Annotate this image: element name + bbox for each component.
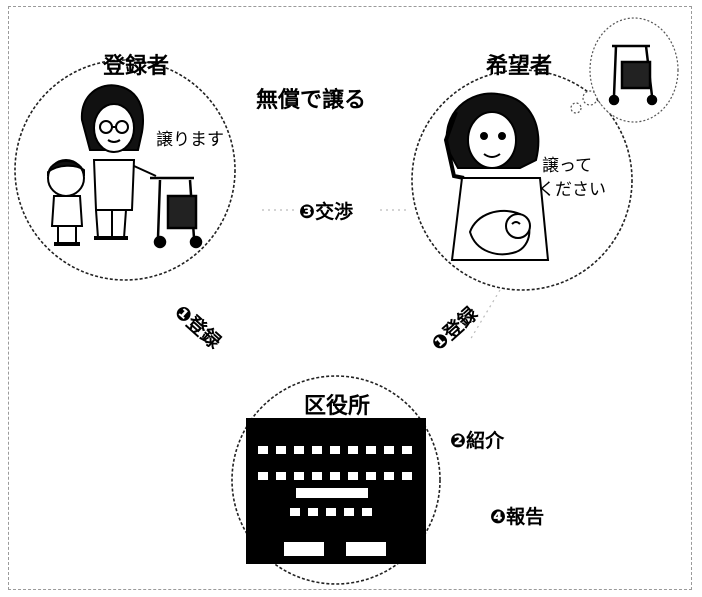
applicant-label: 希望者: [486, 54, 553, 79]
mother-figure: [443, 92, 550, 261]
walker-icon: [150, 176, 203, 249]
headline: 無償で譲る: [256, 88, 367, 113]
registrant-circle: [14, 59, 236, 281]
step-report: ❹報告: [490, 506, 545, 528]
step-negotiate: ❸交渉: [299, 201, 354, 223]
child-figure: [47, 159, 85, 246]
office-circle: [231, 375, 441, 585]
applicant-circle: [411, 69, 633, 291]
connector-dashes: [262, 209, 501, 341]
diagram-frame: [8, 6, 692, 590]
office-label: 区役所: [304, 394, 371, 419]
woman-figure: [80, 84, 157, 240]
applicant-speech-line1: 譲って: [542, 156, 593, 176]
registrant-label: 登録者: [103, 54, 170, 79]
office-building-icon: [246, 418, 426, 564]
applicant-speech-line2: ください: [538, 180, 606, 200]
thought-walker-icon: [608, 44, 658, 106]
registrant-speech: 譲ります: [156, 130, 224, 150]
step-introduce: ❷紹介: [450, 430, 505, 452]
